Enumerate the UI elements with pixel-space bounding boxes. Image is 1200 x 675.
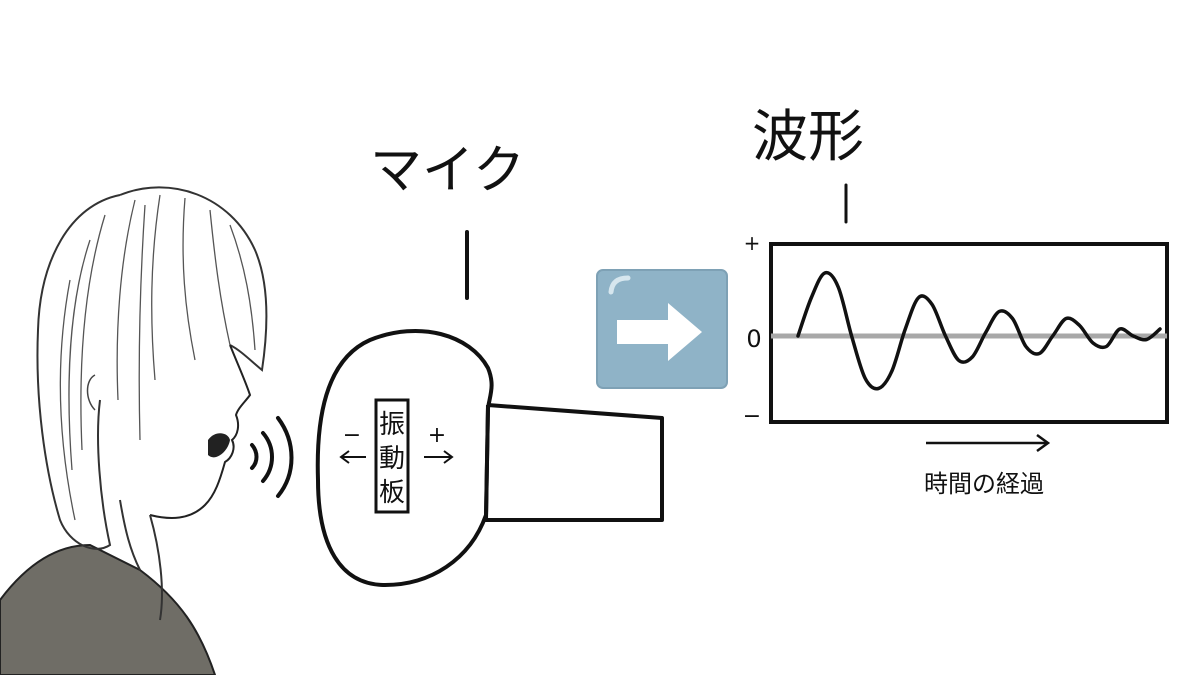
person-face-profile (150, 345, 250, 518)
right-arrow-emoji-icon (597, 270, 727, 388)
diaphragm-plus-sign: + (428, 423, 446, 448)
person-illustration (0, 187, 266, 675)
axis-plus-label: + (744, 231, 761, 255)
time-arrow-icon (926, 435, 1048, 451)
waveform-frame (771, 244, 1167, 422)
axis-zero-label: 0 (746, 325, 761, 353)
diaphragm-char-1: 振 (379, 410, 405, 440)
waveform-diagram: 波形 + 0 − 時間の経過 (743, 105, 1167, 498)
person-mouth (208, 433, 230, 457)
person-clothing (0, 545, 215, 675)
axis-minus-label: − (743, 404, 761, 429)
waveform-label: 波形 (752, 105, 864, 170)
diaphragm-char-3: 板 (379, 478, 405, 508)
time-label: 時間の経過 (924, 470, 1044, 498)
mic-label: マイク (370, 141, 525, 201)
person-hair-top (120, 187, 266, 370)
person-hair-back (37, 195, 120, 549)
mic-handle (484, 405, 662, 520)
diaphragm-minus-sign: − (343, 423, 361, 448)
diaphragm-char-2: 動 (379, 444, 405, 474)
sound-waves-icon (252, 418, 292, 496)
